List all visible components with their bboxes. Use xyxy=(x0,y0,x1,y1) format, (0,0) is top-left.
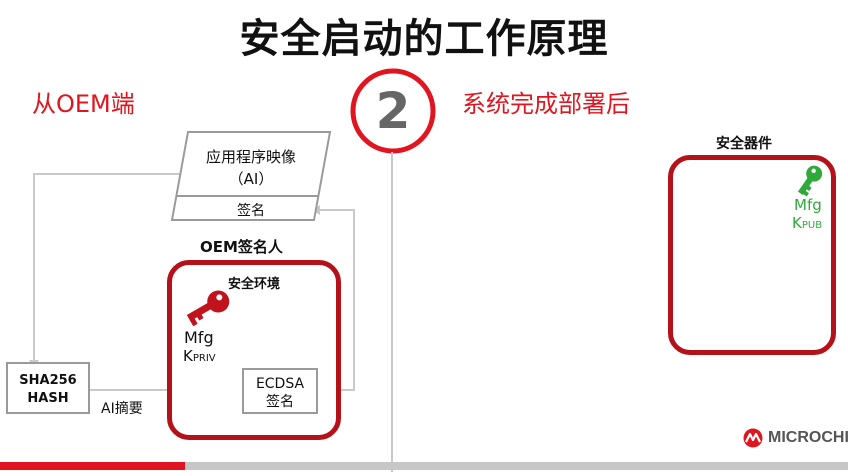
app-to-sha-line xyxy=(33,173,188,360)
oem-side-heading: 从OEM端 xyxy=(32,90,135,118)
step-number-badge: 2 xyxy=(348,66,438,156)
app-image-signature-label: 签名 xyxy=(237,203,265,219)
footer-bar-gray xyxy=(185,462,848,470)
private-key-prefix: K xyxy=(183,347,193,365)
ai-digest-label: AI摘要 xyxy=(101,401,143,417)
private-key-owner: Mfg xyxy=(184,328,214,347)
public-key-subscript: PUB xyxy=(801,220,823,231)
ecdsa-sign-label: 签名 xyxy=(266,394,294,410)
public-key-owner: Mfg xyxy=(794,196,822,214)
divider xyxy=(391,152,393,472)
oem-signer-label: OEM签名人 xyxy=(200,238,283,256)
deployed-side-heading: 系统完成部署后 xyxy=(462,90,630,118)
app-image-abbrev: （AI） xyxy=(228,170,274,188)
public-key-icon xyxy=(792,164,826,202)
secure-environment-label: 安全环境 xyxy=(227,277,280,292)
microchip-logo: MICROCHIP xyxy=(742,428,848,448)
ecdsa-sign-box: ECDSA 签名 xyxy=(242,368,318,414)
microchip-logo-text: MICROCHIP xyxy=(768,429,848,446)
private-key-subscript: PRIV xyxy=(192,353,216,364)
sha-label: SHA256 xyxy=(19,373,77,388)
private-key-name: KPRIV xyxy=(183,347,216,365)
secure-element-label: 安全器件 xyxy=(716,136,772,152)
private-key-icon xyxy=(180,290,234,330)
app-image-block: 应用程序映像 （AI） 签名 xyxy=(170,130,332,222)
page-title: 安全启动的工作原理 xyxy=(239,16,609,62)
step-number: 2 xyxy=(376,82,411,140)
footer-bar-red xyxy=(0,462,185,470)
sha256-hash-box: SHA256 HASH xyxy=(6,362,90,414)
hash-label: HASH xyxy=(27,391,69,406)
app-image-label: 应用程序映像 xyxy=(205,148,296,166)
public-key-prefix: K xyxy=(792,214,802,232)
microchip-logo-icon xyxy=(743,428,763,448)
ecdsa-label: ECDSA xyxy=(255,376,305,392)
public-key-name: KPUB xyxy=(792,214,822,232)
